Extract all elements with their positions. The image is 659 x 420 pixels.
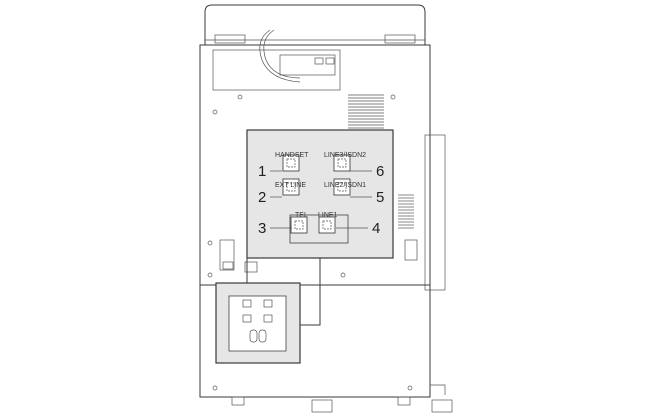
port-number: 4 [372,220,380,237]
port-number: 6 [376,163,384,180]
port-4: 4 LINE1 [318,212,380,237]
port-number: 3 [258,220,266,237]
port-label: TEL [295,212,308,219]
port-label: HANDSET [275,152,309,159]
port-1: 1 HANDSET [258,152,309,180]
port-label: LINE1 [318,212,338,219]
connection-panel [246,129,394,326]
port-label: LINE2/ISDN1 [324,182,366,189]
port-label: LINE3/ISDN2 [324,152,366,159]
line-group-frame [289,214,349,244]
port-5: 5 LINE2/ISDN1 [324,178,384,206]
port-6: 6 LINE3/ISDN2 [324,152,384,180]
port-number: 2 [258,189,266,206]
port-label: EXT LINE [275,182,306,189]
port-number: 5 [376,189,384,206]
lower-cabinet [199,282,453,413]
scanner-unit [204,4,426,46]
port-2: 2 EXT LINE [258,178,306,206]
port-3: 3 TEL [258,212,308,237]
vent-grille-top [348,94,384,135]
port-jack [290,216,308,234]
port-number: 1 [258,163,266,180]
port-jack [318,216,336,234]
vent-grille-side [398,194,414,229]
caster-feet [231,396,453,413]
